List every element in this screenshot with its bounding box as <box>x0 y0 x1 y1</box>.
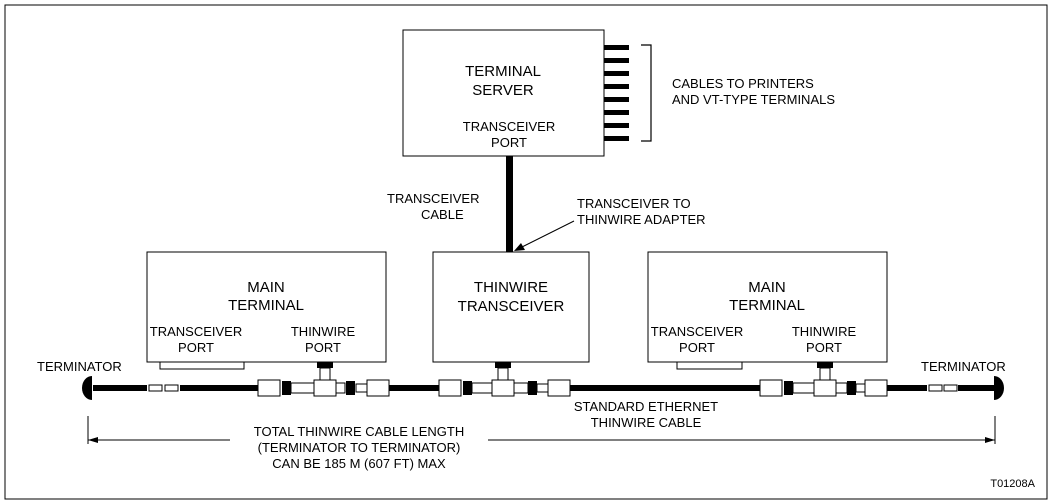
main-terminal-left-box <box>146 251 387 363</box>
main-terminal-left-title-1: MAIN <box>247 279 285 296</box>
terminator-left-label: TERMINATOR <box>37 359 122 374</box>
ethernet-cable-label-1: STANDARD ETHERNET <box>574 399 718 414</box>
main-terminal-right-title-2: TERMINAL <box>729 297 805 314</box>
main-terminal-left-port2-1: THINWIRE <box>291 324 356 339</box>
transceiver-cable <box>506 156 513 252</box>
figure-frame <box>4 4 1048 500</box>
terminal-server-port-label-2: PORT <box>491 135 527 150</box>
transceiver-cable-label-2: CABLE <box>421 207 464 222</box>
cables-label-1: CABLES TO PRINTERS <box>672 76 814 91</box>
t-connector-left <box>257 362 390 397</box>
thinwire-cable <box>93 384 994 392</box>
main-terminal-right-port1-1: TRANSCEIVER <box>651 324 743 339</box>
main-terminal-right-transceiver-port <box>676 361 743 370</box>
adapter-arrow <box>514 220 575 251</box>
length-label-3: CAN BE 185 M (607 FT) MAX <box>272 456 446 471</box>
terminal-server-port-label-1: TRANSCEIVER <box>463 119 555 134</box>
figure-id: T01208A <box>990 478 1035 490</box>
output-cable-stubs <box>604 45 629 141</box>
main-terminal-left-port2-2: PORT <box>305 340 341 355</box>
cables-bracket <box>641 44 652 142</box>
main-terminal-right-title-1: MAIN <box>748 279 786 296</box>
terminator-right-label: TERMINATOR <box>921 359 1006 374</box>
adapter-label-2: THINWIRE ADAPTER <box>577 212 706 227</box>
thinwire-transceiver-title-2: TRANSCEIVER <box>458 298 565 315</box>
main-terminal-right-port2-1: THINWIRE <box>792 324 857 339</box>
terminal-server-title-1: TERMINAL <box>465 63 541 80</box>
main-terminal-right-port1-2: PORT <box>679 340 715 355</box>
main-terminal-left-transceiver-port <box>159 361 245 370</box>
terminator-right-icon <box>994 376 1004 400</box>
length-dimension-line <box>87 416 996 444</box>
adapter-label-1: TRANSCEIVER TO <box>577 196 691 211</box>
terminal-server-title-2: SERVER <box>472 82 534 99</box>
length-label-2: (TERMINATOR TO TERMINATOR) <box>258 440 461 455</box>
t-connector-middle <box>438 362 571 397</box>
thinwire-transceiver-box <box>432 251 590 363</box>
main-terminal-right-port2-2: PORT <box>806 340 842 355</box>
main-terminal-left: MAIN TERMINAL TRANSCEIVER PORT THINWIRE … <box>146 251 387 370</box>
cables-label-2: AND VT-TYPE TERMINALS <box>672 92 835 107</box>
main-terminal-left-title-2: TERMINAL <box>228 297 304 314</box>
length-label-1: TOTAL THINWIRE CABLE LENGTH <box>254 424 464 439</box>
main-terminal-left-port1-1: TRANSCEIVER <box>150 324 242 339</box>
terminal-server-box <box>402 29 605 157</box>
ethernet-cable-label-2: THINWIRE CABLE <box>591 415 702 430</box>
terminator-left-icon <box>82 376 92 400</box>
thinwire-transceiver: THINWIRE TRANSCEIVER <box>432 251 590 363</box>
main-terminal-left-port1-2: PORT <box>178 340 214 355</box>
transceiver-cable-label-1: TRANSCEIVER <box>387 191 479 206</box>
main-terminal-right: MAIN TERMINAL TRANSCEIVER PORT THINWIRE … <box>647 251 888 370</box>
thinwire-transceiver-title-1: THINWIRE <box>474 279 548 296</box>
main-terminal-right-box <box>647 251 888 363</box>
terminal-server: TERMINAL SERVER TRANSCEIVER PORT <box>402 29 605 157</box>
t-connector-right <box>759 362 888 397</box>
